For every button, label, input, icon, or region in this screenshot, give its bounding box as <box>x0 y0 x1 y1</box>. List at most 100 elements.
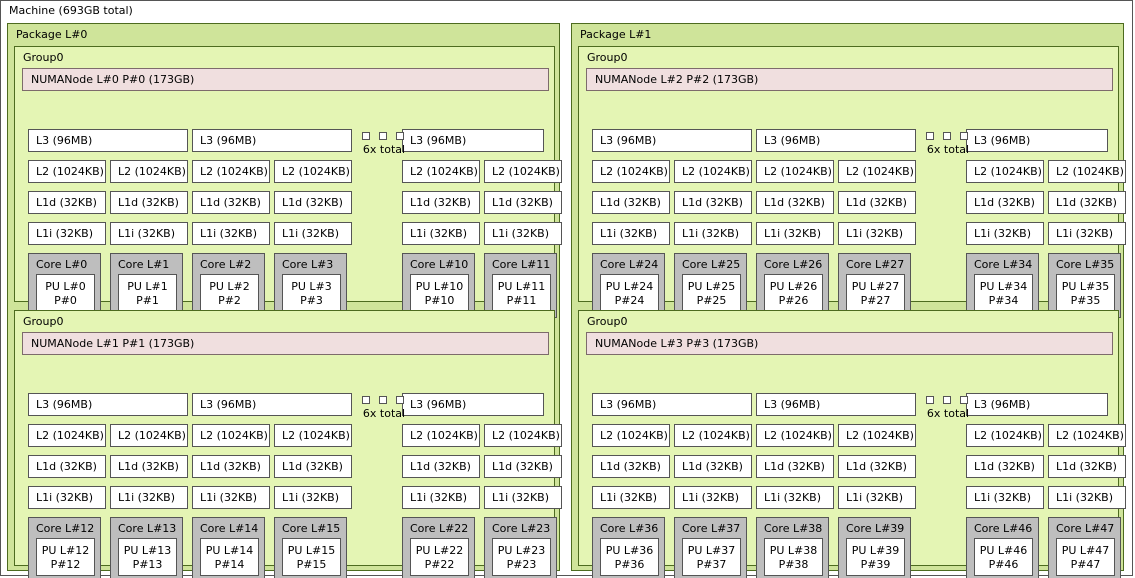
l1i-cache-box[interactable]: L1i (32KB) <box>592 486 670 509</box>
l2-cache-box[interactable]: L2 (1024KB) <box>274 160 352 183</box>
l1d-cache-box[interactable]: L1d (32KB) <box>756 191 834 214</box>
l1i-cache-box[interactable]: L1i (32KB) <box>966 222 1044 245</box>
l1d-cache-box[interactable]: L1d (32KB) <box>838 191 916 214</box>
l1d-cache-box[interactable]: L1d (32KB) <box>484 191 562 214</box>
l2-cache-box[interactable]: L2 (1024KB) <box>402 424 480 447</box>
l1d-cache-box[interactable]: L1d (32KB) <box>274 455 352 478</box>
l1d-cache-box[interactable]: L1d (32KB) <box>402 191 480 214</box>
l3-cache-box[interactable]: L3 (96MB) <box>28 129 188 152</box>
l1i-cache-box[interactable]: L1i (32KB) <box>110 222 188 245</box>
l1d-cache-box[interactable]: L1d (32KB) <box>192 191 270 214</box>
l2-cache-box[interactable]: L2 (1024KB) <box>484 424 562 447</box>
l1d-cache-box[interactable]: L1d (32KB) <box>838 455 916 478</box>
l3-cache-box[interactable]: L3 (96MB) <box>592 393 752 416</box>
l2-cache-box[interactable]: L2 (1024KB) <box>838 424 916 447</box>
l1d-cache-box[interactable]: L1d (32KB) <box>966 455 1044 478</box>
l3-cache-box[interactable]: L3 (96MB) <box>966 129 1108 152</box>
l3-cache-box[interactable]: L3 (96MB) <box>192 393 352 416</box>
l3-cache-box[interactable]: L3 (96MB) <box>966 393 1108 416</box>
l1i-cache-box[interactable]: L1i (32KB) <box>110 486 188 509</box>
l1i-cache-box[interactable]: L1i (32KB) <box>192 486 270 509</box>
l2-cache-box[interactable]: L2 (1024KB) <box>28 160 106 183</box>
l2-cache-box[interactable]: L2 (1024KB) <box>110 424 188 447</box>
l1d-cache-box[interactable]: L1d (32KB) <box>674 191 752 214</box>
l2-cache-box[interactable]: L2 (1024KB) <box>756 424 834 447</box>
l1i-cache-box[interactable]: L1i (32KB) <box>838 486 916 509</box>
l2-cache-box[interactable]: L2 (1024KB) <box>674 424 752 447</box>
l2-cache-box[interactable]: L2 (1024KB) <box>592 160 670 183</box>
l1i-cache-box[interactable]: L1i (32KB) <box>1048 222 1126 245</box>
l1d-cache-box[interactable]: L1d (32KB) <box>1048 191 1126 214</box>
numanode-box[interactable]: NUMANode L#1 P#1 (173GB) <box>22 332 549 355</box>
l1d-cache-box[interactable]: L1d (32KB) <box>28 455 106 478</box>
l1i-cache-box[interactable]: L1i (32KB) <box>838 222 916 245</box>
l2-cache-box[interactable]: L2 (1024KB) <box>192 160 270 183</box>
l2-cache-box[interactable]: L2 (1024KB) <box>28 424 106 447</box>
l1d-cache-box[interactable]: L1d (32KB) <box>274 191 352 214</box>
l2-cache-box[interactable]: L2 (1024KB) <box>110 160 188 183</box>
l1d-cache-box[interactable]: L1d (32KB) <box>402 455 480 478</box>
l1i-cache-box[interactable]: L1i (32KB) <box>484 486 562 509</box>
l1i-cache-box[interactable]: L1i (32KB) <box>592 222 670 245</box>
l1d-cache-box[interactable]: L1d (32KB) <box>966 191 1044 214</box>
l1i-cache-box[interactable]: L1i (32KB) <box>274 222 352 245</box>
l3-cache-box[interactable]: L3 (96MB) <box>756 129 916 152</box>
l1i-cache-box[interactable]: L1i (32KB) <box>674 486 752 509</box>
l1d-cache-box[interactable]: L1d (32KB) <box>484 455 562 478</box>
l1i-cache-box[interactable]: L1i (32KB) <box>756 486 834 509</box>
l2-cache-box[interactable]: L2 (1024KB) <box>274 424 352 447</box>
l3-cache-box[interactable]: L3 (96MB) <box>756 393 916 416</box>
l2-cache-box[interactable]: L2 (1024KB) <box>838 160 916 183</box>
l3-cache-box[interactable]: L3 (96MB) <box>592 129 752 152</box>
l1i-cache-box[interactable]: L1i (32KB) <box>28 222 106 245</box>
l3-cache-box[interactable]: L3 (96MB) <box>402 393 544 416</box>
l1d-cache-box[interactable]: L1d (32KB) <box>1048 455 1126 478</box>
l1d-cache-box[interactable]: L1d (32KB) <box>28 191 106 214</box>
l1i-cache-box[interactable]: L1i (32KB) <box>756 222 834 245</box>
l1i-cache-box[interactable]: L1i (32KB) <box>28 486 106 509</box>
l2-cache-box[interactable]: L2 (1024KB) <box>592 424 670 447</box>
l1d-cache-box[interactable]: L1d (32KB) <box>192 455 270 478</box>
numanode-box[interactable]: NUMANode L#2 P#2 (173GB) <box>586 68 1113 91</box>
l1i-cache-box[interactable]: L1i (32KB) <box>192 222 270 245</box>
l2-cache-box[interactable]: L2 (1024KB) <box>1048 424 1126 447</box>
l3-cache-box[interactable]: L3 (96MB) <box>192 129 352 152</box>
l2-cache-box[interactable]: L2 (1024KB) <box>756 160 834 183</box>
l1i-cache-box[interactable]: L1i (32KB) <box>274 486 352 509</box>
l3-cache-box[interactable]: L3 (96MB) <box>28 393 188 416</box>
l2-cache-box[interactable]: L2 (1024KB) <box>966 424 1044 447</box>
